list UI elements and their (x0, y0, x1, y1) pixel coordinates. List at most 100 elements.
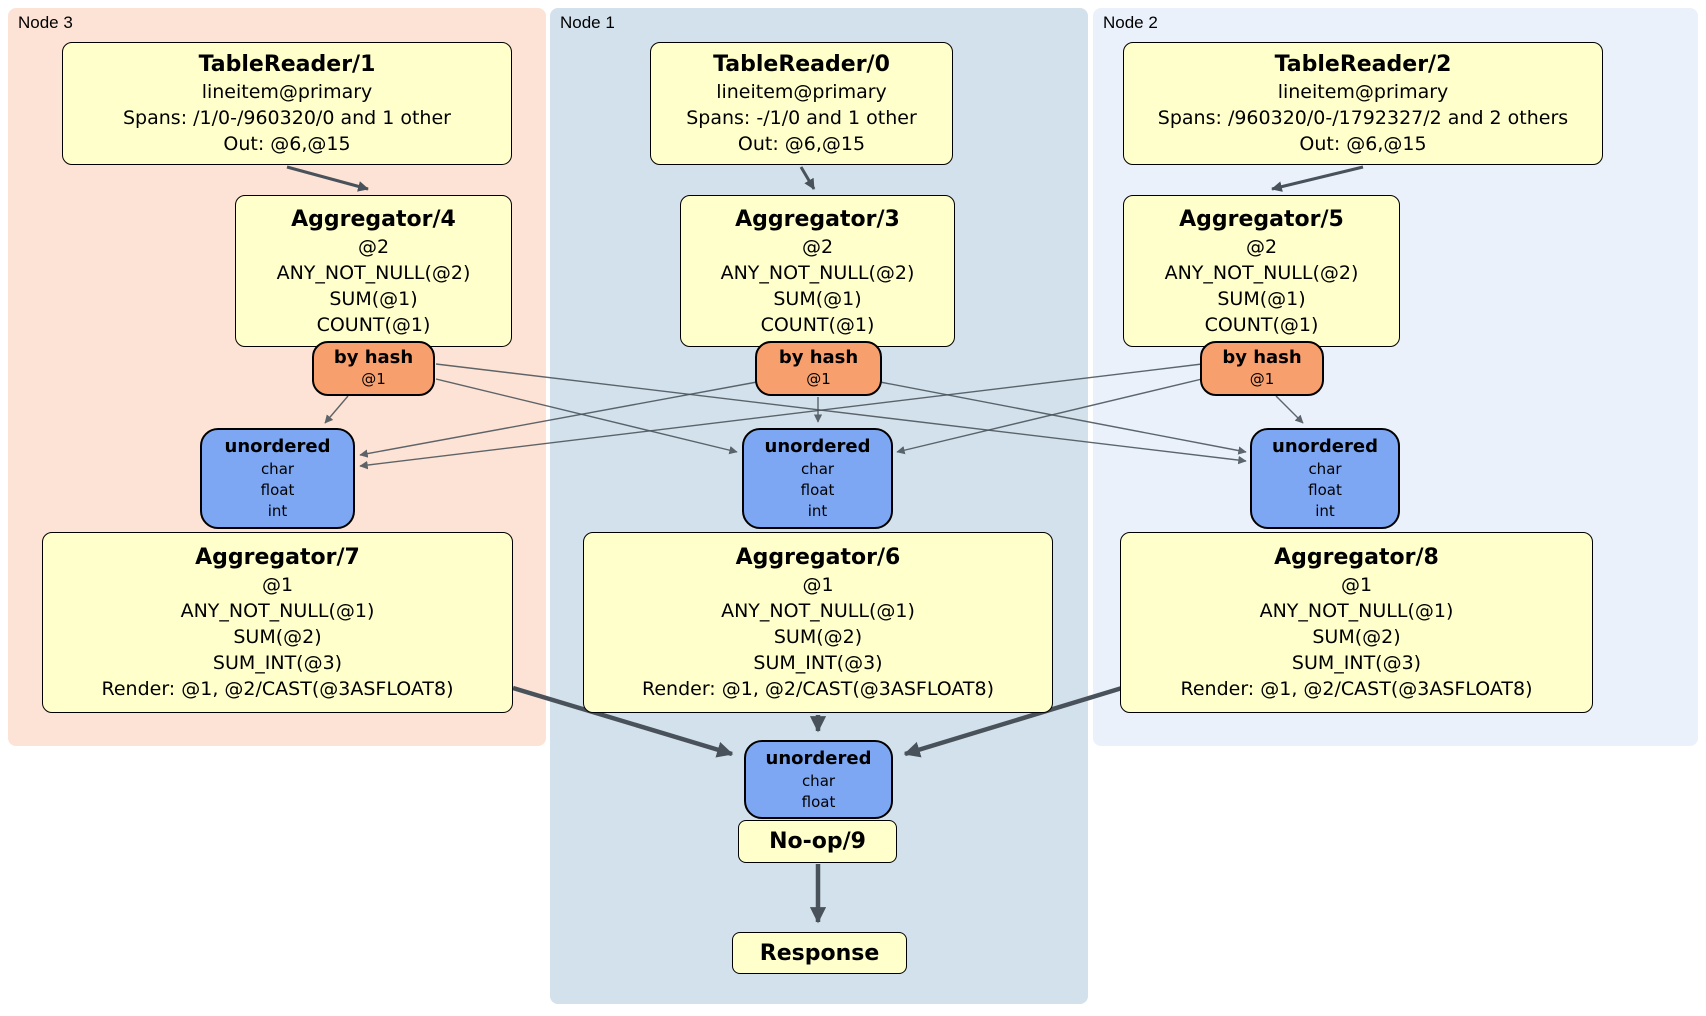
sync-column: float (801, 793, 836, 811)
sync-unordered-bottom: unordered char float (744, 740, 893, 819)
processor-detail: ANY_NOT_NULL(@2) (720, 261, 915, 284)
sync-column: float (260, 481, 295, 499)
router-by-hash-3: by hash @1 (755, 341, 882, 396)
processor-detail: Render: @1, @2/CAST(@3ASFLOAT8) (1180, 678, 1533, 700)
sync-title: unordered (224, 436, 331, 457)
processor-detail: lineitem@primary (201, 81, 373, 103)
sync-column: int (267, 502, 288, 520)
processor-aggregator-8: Aggregator/8 @1 ANY_NOT_NULL(@1) SUM(@2)… (1120, 532, 1593, 713)
sync-column: char (260, 460, 295, 478)
node-group-label: Node 3 (18, 13, 73, 32)
processor-detail: Out: @6,@15 (1299, 133, 1427, 155)
processor-detail: lineitem@primary (1277, 81, 1449, 103)
processor-detail: Spans: /960320/0-/1792327/2 and 2 others (1157, 107, 1569, 129)
processor-title: Aggregator/8 (1274, 545, 1439, 570)
processor-response: Response (732, 932, 907, 974)
edge-hash4-sync-right (435, 363, 1247, 465)
edge-hash4-sync-left (324, 395, 349, 424)
processor-detail: SUM_INT(@3) (212, 652, 343, 674)
sync-title: unordered (1272, 436, 1378, 457)
router-by-hash-4: by hash @1 (312, 341, 435, 396)
processor-aggregator-7: Aggregator/7 @1 ANY_NOT_NULL(@1) SUM(@2)… (42, 532, 513, 713)
sync-title: unordered (765, 748, 872, 769)
sync-column: int (807, 502, 828, 520)
sync-column: float (1308, 481, 1342, 499)
processor-title: TableReader/2 (1274, 52, 1452, 77)
edge-agg8-sync-bottom (903, 685, 1123, 758)
router-detail: @1 (1249, 370, 1275, 388)
edge-hash5-sync-right (1275, 395, 1304, 424)
node-group-label: Node 1 (560, 13, 615, 32)
processor-title: TableReader/1 (198, 52, 376, 77)
edge-tr2-agg5 (1271, 165, 1364, 192)
processor-detail: Out: @6,@15 (737, 133, 866, 155)
processor-detail: @1 (1340, 574, 1373, 596)
sync-column: int (1315, 502, 1335, 520)
processor-tablereader-0: TableReader/0 lineitem@primary Spans: -/… (650, 42, 953, 165)
processor-detail: Out: @6,@15 (223, 133, 351, 155)
sync-unordered-left: unordered char float int (200, 428, 355, 529)
node-group-label: Node 2 (1103, 13, 1158, 32)
processor-aggregator-4: Aggregator/4 @2 ANY_NOT_NULL(@2) SUM(@1)… (235, 195, 512, 347)
processor-aggregator-5: Aggregator/5 @2 ANY_NOT_NULL(@2) SUM(@1)… (1123, 195, 1400, 347)
processor-detail: @2 (801, 235, 834, 258)
processor-aggregator-6: Aggregator/6 @1 ANY_NOT_NULL(@1) SUM(@2)… (583, 532, 1053, 713)
sync-title: unordered (764, 436, 871, 457)
sync-column: float (800, 481, 835, 499)
edge-tr1-agg4 (286, 165, 369, 192)
edge-agg7-sync-bottom (512, 685, 734, 758)
processor-detail: ANY_NOT_NULL(@1) (1259, 600, 1454, 622)
router-title: by hash (778, 347, 859, 368)
processor-detail: COUNT(@1) (1204, 313, 1319, 336)
processor-detail: ANY_NOT_NULL(@1) (180, 600, 375, 622)
processor-detail: SUM(@1) (1217, 287, 1306, 310)
processor-detail: @1 (261, 574, 294, 596)
processor-detail: ANY_NOT_NULL(@1) (721, 600, 915, 622)
processor-tablereader-1: TableReader/1 lineitem@primary Spans: /1… (62, 42, 512, 165)
processor-detail: COUNT(@1) (760, 313, 875, 336)
router-detail: @1 (361, 370, 386, 388)
processor-noop-9: No-op/9 (738, 820, 897, 863)
processor-detail: SUM(@1) (329, 287, 418, 310)
processor-tablereader-2: TableReader/2 lineitem@primary Spans: /9… (1123, 42, 1603, 165)
edge-hash3-sync-left (359, 381, 758, 458)
processor-detail: lineitem@primary (716, 81, 887, 103)
sync-column: char (801, 772, 836, 790)
processor-title: Response (759, 940, 880, 966)
processor-title: Aggregator/4 (291, 206, 456, 232)
processor-title: TableReader/0 (713, 52, 890, 77)
processor-detail: @1 (802, 574, 834, 596)
processor-title: Aggregator/7 (195, 545, 360, 570)
processor-detail: SUM(@2) (233, 626, 322, 648)
processor-detail: @2 (1245, 235, 1278, 258)
processor-title: No-op/9 (769, 829, 866, 854)
processor-detail: @2 (357, 235, 390, 258)
edge-tr0-agg3 (799, 166, 816, 190)
processor-detail: COUNT(@1) (316, 313, 431, 336)
edge-hash5-sync-middle (896, 378, 1203, 455)
processor-detail: SUM(@1) (773, 287, 862, 310)
processor-detail: ANY_NOT_NULL(@2) (276, 261, 471, 284)
processor-title: Aggregator/3 (735, 206, 900, 232)
sync-column: char (800, 460, 835, 478)
processor-detail: ANY_NOT_NULL(@2) (1164, 261, 1359, 284)
processor-detail: Render: @1, @2/CAST(@3ASFLOAT8) (101, 678, 454, 700)
processor-aggregator-3: Aggregator/3 @2 ANY_NOT_NULL(@2) SUM(@1)… (680, 195, 955, 347)
edge-hash5-sync-left (359, 363, 1203, 470)
processor-detail: Render: @1, @2/CAST(@3ASFLOAT8) (642, 678, 994, 700)
router-detail: @1 (806, 370, 831, 388)
edge-hash3-sync-right (879, 381, 1247, 455)
sync-column: char (1308, 460, 1342, 478)
router-title: by hash (333, 347, 414, 368)
processor-detail: SUM_INT(@3) (1291, 652, 1422, 674)
edge-hash4-sync-middle (435, 378, 738, 455)
processor-detail: SUM(@2) (1312, 626, 1401, 648)
processor-title: Aggregator/6 (735, 545, 901, 570)
sync-unordered-right: unordered char float int (1250, 428, 1400, 529)
processor-detail: SUM_INT(@3) (753, 652, 883, 674)
processor-detail: Spans: -/1/0 and 1 other (686, 107, 917, 129)
sync-unordered-middle: unordered char float int (742, 428, 893, 529)
processor-detail: Spans: /1/0-/960320/0 and 1 other (123, 107, 451, 129)
